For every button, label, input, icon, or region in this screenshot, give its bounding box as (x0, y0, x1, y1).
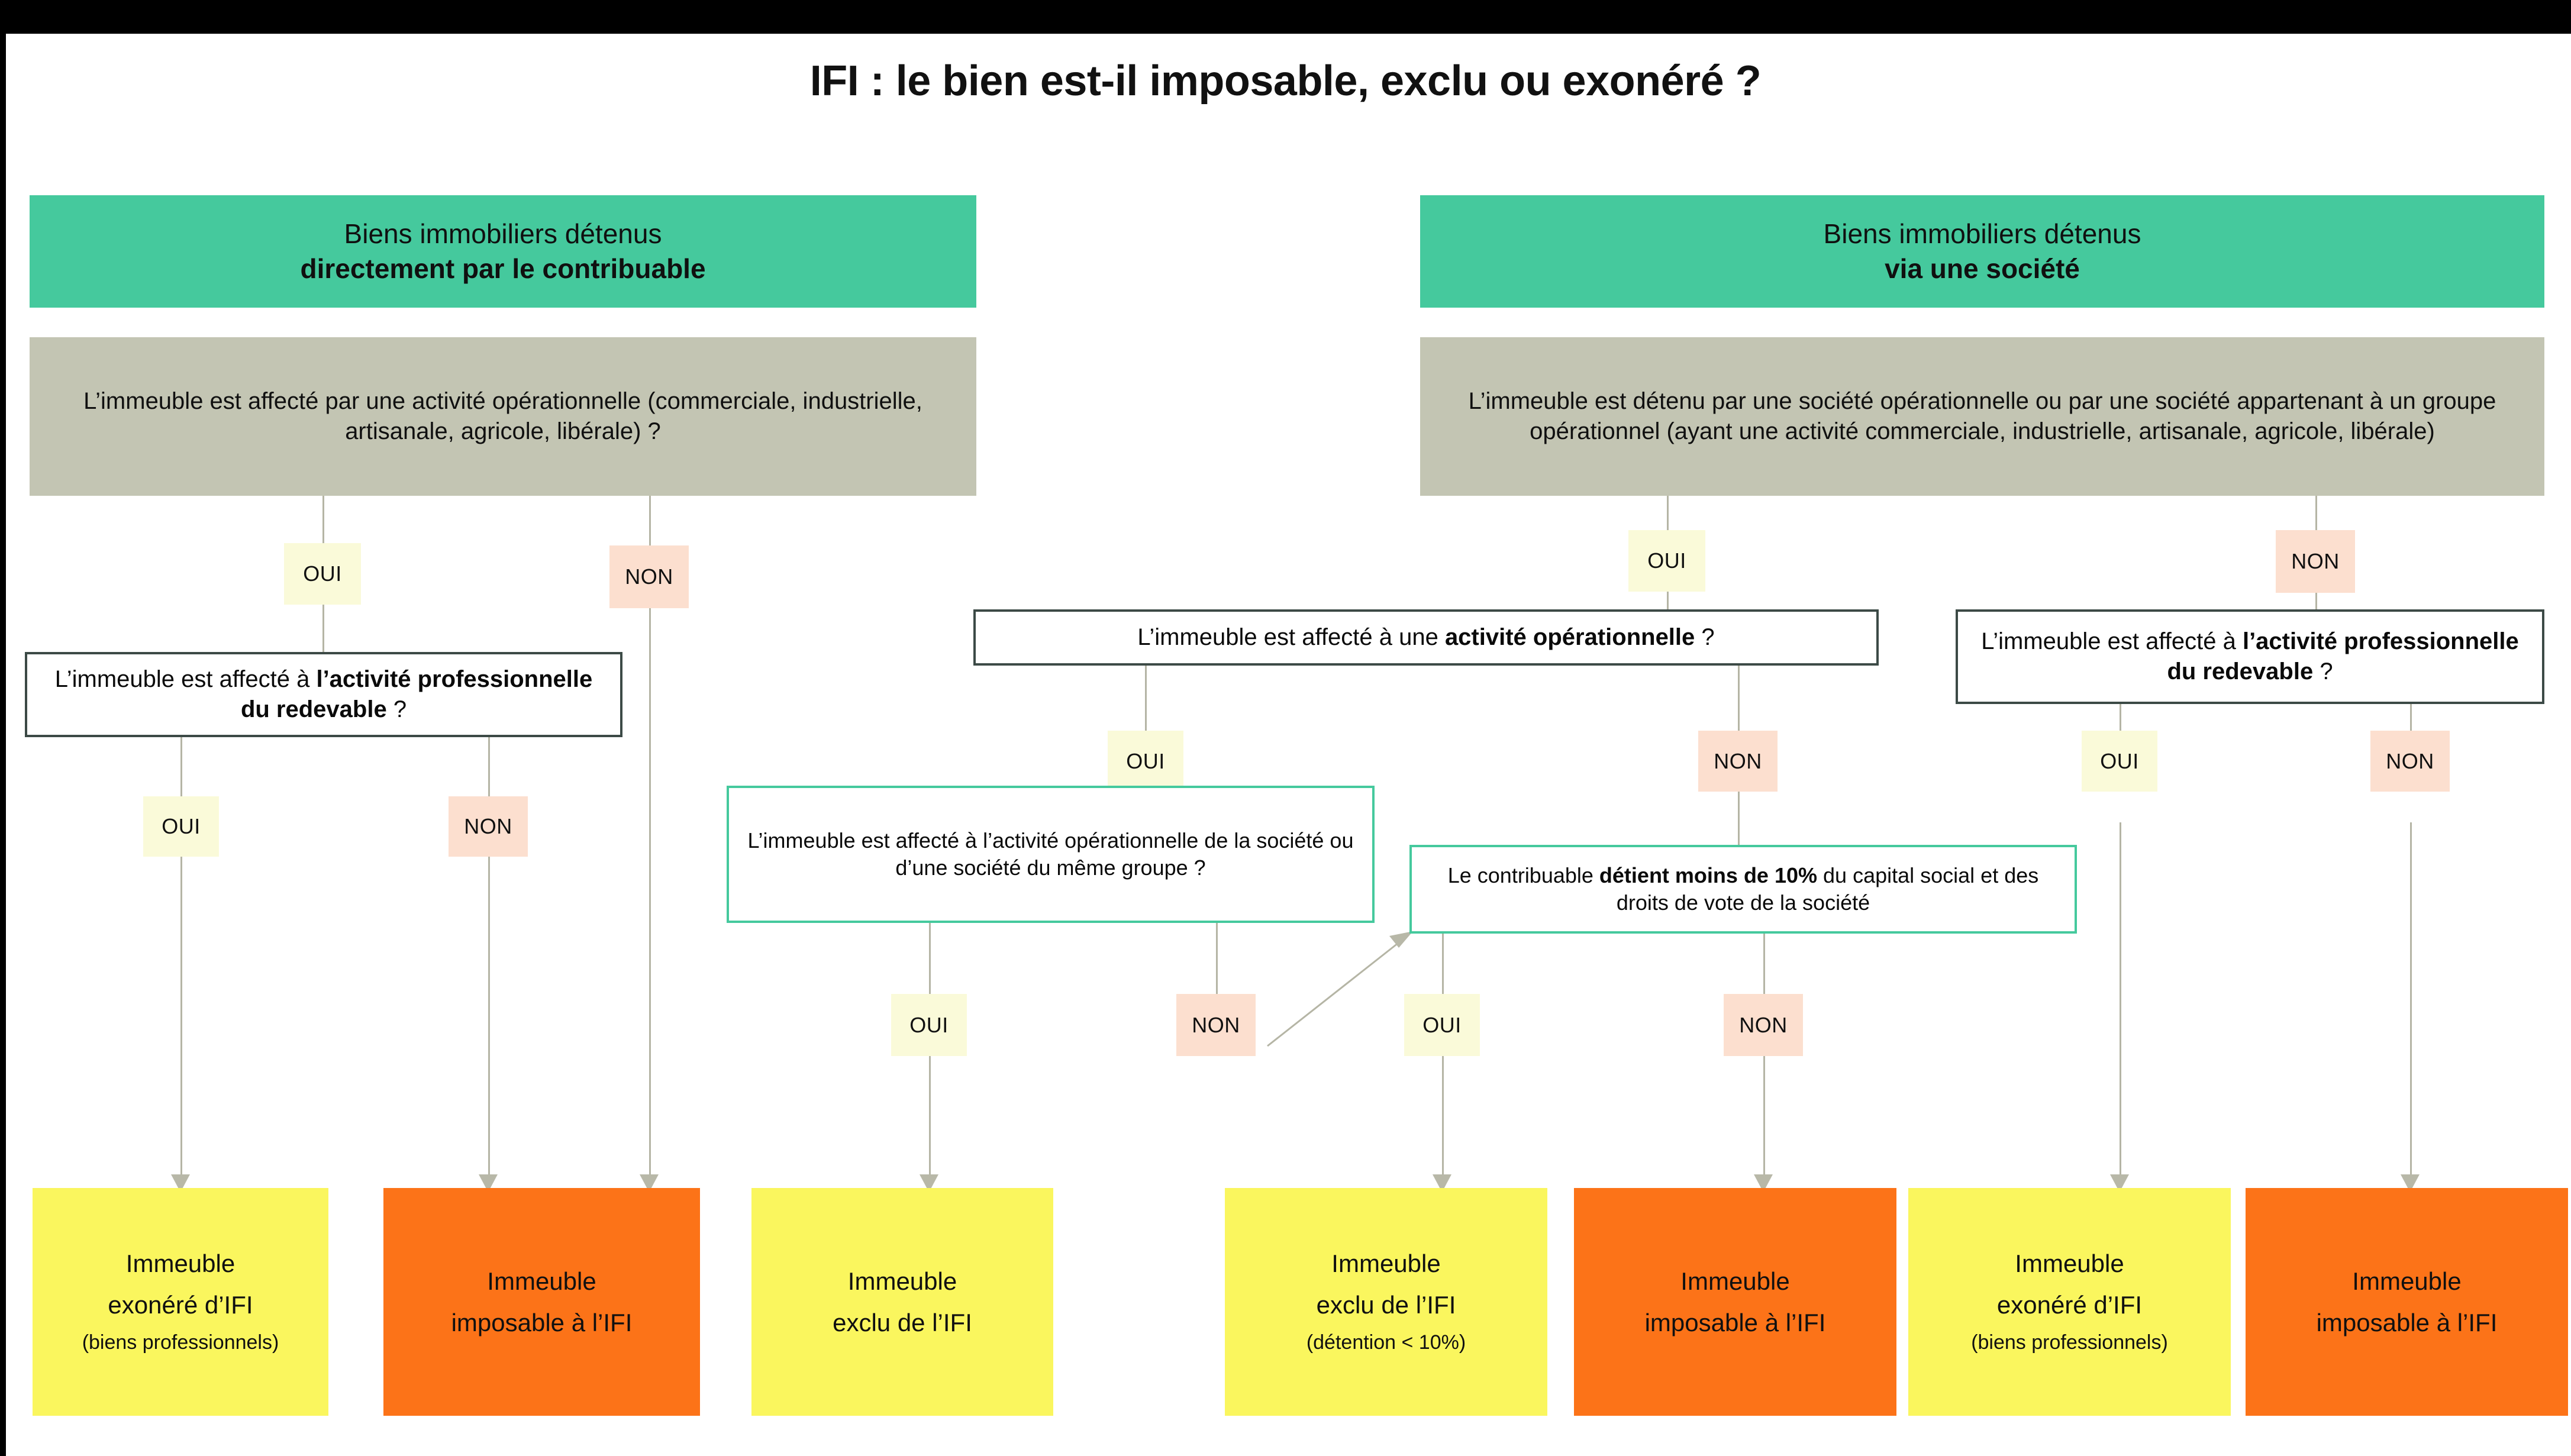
connector-group-oui-result (929, 1056, 931, 1179)
connector-threshold-non (1763, 934, 1765, 994)
decision-mid-operational: L’immeuble est affecté à une activité op… (973, 609, 1879, 666)
premise-right: L’immeuble est détenu par une société op… (1420, 337, 2544, 496)
result-exclu-group: Immeuble exclu de l’IFI (751, 1188, 1053, 1416)
badge-leftdec-oui: OUI (143, 796, 219, 857)
decision-right-professional-text: L’immeuble est affecté à l’activité prof… (1981, 628, 2519, 685)
premise-left-text: L’immeuble est affecté par une activité … (83, 388, 922, 444)
header-left-direct: Biens immobiliers détenus directement pa… (30, 195, 976, 308)
header-right-line1: Biens immobiliers détenus (1823, 218, 2141, 250)
badge-middec-non: NON (1698, 731, 1778, 792)
left-frame-bar (0, 0, 6, 1456)
result-sub: (détention < 10%) (1306, 1331, 1466, 1354)
connector-left-premise-oui (322, 496, 324, 543)
badge-label: OUI (1126, 748, 1165, 773)
connector-rightdec-non-result (2410, 822, 2412, 1179)
result-line1: Immeuble (1680, 1267, 1790, 1295)
badge-label: OUI (1647, 548, 1686, 573)
connector-group-oui (929, 923, 931, 994)
decision-left-professional-text: L’immeuble est affecté à l’activité prof… (54, 666, 593, 722)
connector-threshold-oui (1442, 934, 1444, 994)
decision-right-professional: L’immeuble est affecté à l’activité prof… (1956, 609, 2544, 704)
connector-rightdec-oui-result (2120, 822, 2121, 1179)
badge-leftdec-non: NON (449, 796, 528, 857)
decision-group-company: L’immeuble est affecté à l’activité opér… (727, 786, 1375, 923)
badge-middec-oui: OUI (1108, 731, 1183, 792)
result-imposable-right: Immeuble imposable à l’IFI (2246, 1188, 2568, 1416)
result-line1: Immeuble (125, 1249, 236, 1277)
connector-left-premise-non (649, 496, 651, 545)
badge-label: OUI (909, 1012, 949, 1037)
premise-left: L’immeuble est affecté par une activité … (30, 337, 976, 496)
badge-label: NON (1739, 1012, 1788, 1037)
connector-leftdec-non (488, 737, 490, 796)
header-left-line1: Biens immobiliers détenus (344, 218, 662, 250)
badge-left-premise-oui: OUI (284, 543, 361, 605)
decision-left-professional: L’immeuble est affecté à l’activité prof… (25, 652, 622, 737)
top-frame-bar (0, 0, 2571, 34)
decision-holding-threshold-text: Le contribuable détient moins de 10% du … (1447, 863, 2039, 915)
badge-label: NON (2386, 748, 2434, 773)
badge-group-non: NON (1176, 994, 1256, 1056)
result-exonere-left: Immeuble exonéré d’IFI (biens profession… (33, 1188, 328, 1416)
premise-right-text: L’immeuble est détenu par une société op… (1468, 388, 2496, 444)
header-right-company: Biens immobiliers détenus via une sociét… (1420, 195, 2544, 308)
connector-middec-non-threshold (1738, 792, 1740, 858)
result-sub: (biens professionnels) (1971, 1331, 2168, 1354)
badge-label: OUI (162, 814, 201, 838)
result-imposable-threshold: Immeuble imposable à l’IFI (1574, 1188, 1896, 1416)
result-line1: Immeuble (487, 1267, 596, 1295)
result-line1: Immeuble (2015, 1249, 2124, 1277)
result-line1: Immeuble (1331, 1249, 1441, 1277)
result-line2: exonéré d’IFI (1996, 1290, 2143, 1319)
badge-rightdec-non: NON (2370, 731, 2450, 792)
connector-middec-non (1738, 666, 1740, 731)
connector-threshold-non-result (1763, 1056, 1765, 1179)
result-line2: imposable à l’IFI (451, 1308, 633, 1336)
result-line2: exclu de l’IFI (833, 1308, 972, 1336)
page-title: IFI : le bien est-il imposable, exclu ou… (809, 57, 1762, 105)
badge-label: NON (625, 564, 673, 589)
badge-label: OUI (1422, 1012, 1462, 1037)
result-line2: exclu de l’IFI (1316, 1290, 1456, 1319)
connector-left-non-result (649, 608, 651, 1179)
connector-leftdec-oui-result (180, 857, 182, 1179)
badge-right-premise-oui: OUI (1628, 530, 1705, 592)
badge-threshold-oui: OUI (1404, 994, 1480, 1056)
header-right-line2: via une société (1885, 253, 2080, 284)
result-exonere-right: Immeuble exonéré d’IFI (biens profession… (1908, 1188, 2231, 1416)
badge-left-premise-non: NON (609, 545, 689, 608)
result-line1: Immeuble (2352, 1267, 2462, 1295)
badge-label: OUI (2100, 748, 2139, 773)
badge-label: NON (2291, 549, 2340, 573)
badge-rightdec-oui: OUI (2082, 731, 2157, 792)
connector-leftdec-oui (180, 737, 182, 796)
badge-label: NON (1714, 748, 1762, 773)
connector-middec-oui (1145, 666, 1147, 731)
connector-group-non (1216, 923, 1218, 994)
result-sub: (biens professionnels) (82, 1331, 279, 1354)
connector-left-oui-decision (322, 605, 324, 652)
connector-leftdec-non-result (488, 857, 490, 1179)
badge-group-oui: OUI (891, 994, 967, 1056)
decision-holding-threshold: Le contribuable détient moins de 10% du … (1409, 845, 2077, 934)
result-line2: imposable à l’IFI (2316, 1308, 2498, 1336)
connector-threshold-oui-result (1442, 1056, 1444, 1179)
badge-label: OUI (303, 561, 342, 586)
badge-right-premise-non: NON (2276, 530, 2355, 593)
decision-group-company-text: L’immeuble est affecté à l’activité opér… (747, 828, 1354, 880)
result-exclu-threshold: Immeuble exclu de l’IFI (détention < 10%… (1225, 1188, 1547, 1416)
result-line2: exonéré d’IFI (108, 1290, 253, 1319)
header-left-line2: directement par le contribuable (300, 253, 706, 284)
connector-right-premise-oui (1667, 496, 1669, 530)
result-line1: Immeuble (847, 1267, 957, 1295)
decision-mid-operational-text: L’immeuble est affecté à une activité op… (1137, 624, 1715, 650)
result-imposable-left: Immeuble imposable à l’IFI (383, 1188, 700, 1416)
result-line2: imposable à l’IFI (1644, 1308, 1826, 1336)
badge-threshold-non: NON (1724, 994, 1803, 1056)
connector-right-premise-non (2315, 496, 2317, 530)
badge-label: NON (1192, 1012, 1240, 1037)
badge-label: NON (464, 814, 512, 838)
